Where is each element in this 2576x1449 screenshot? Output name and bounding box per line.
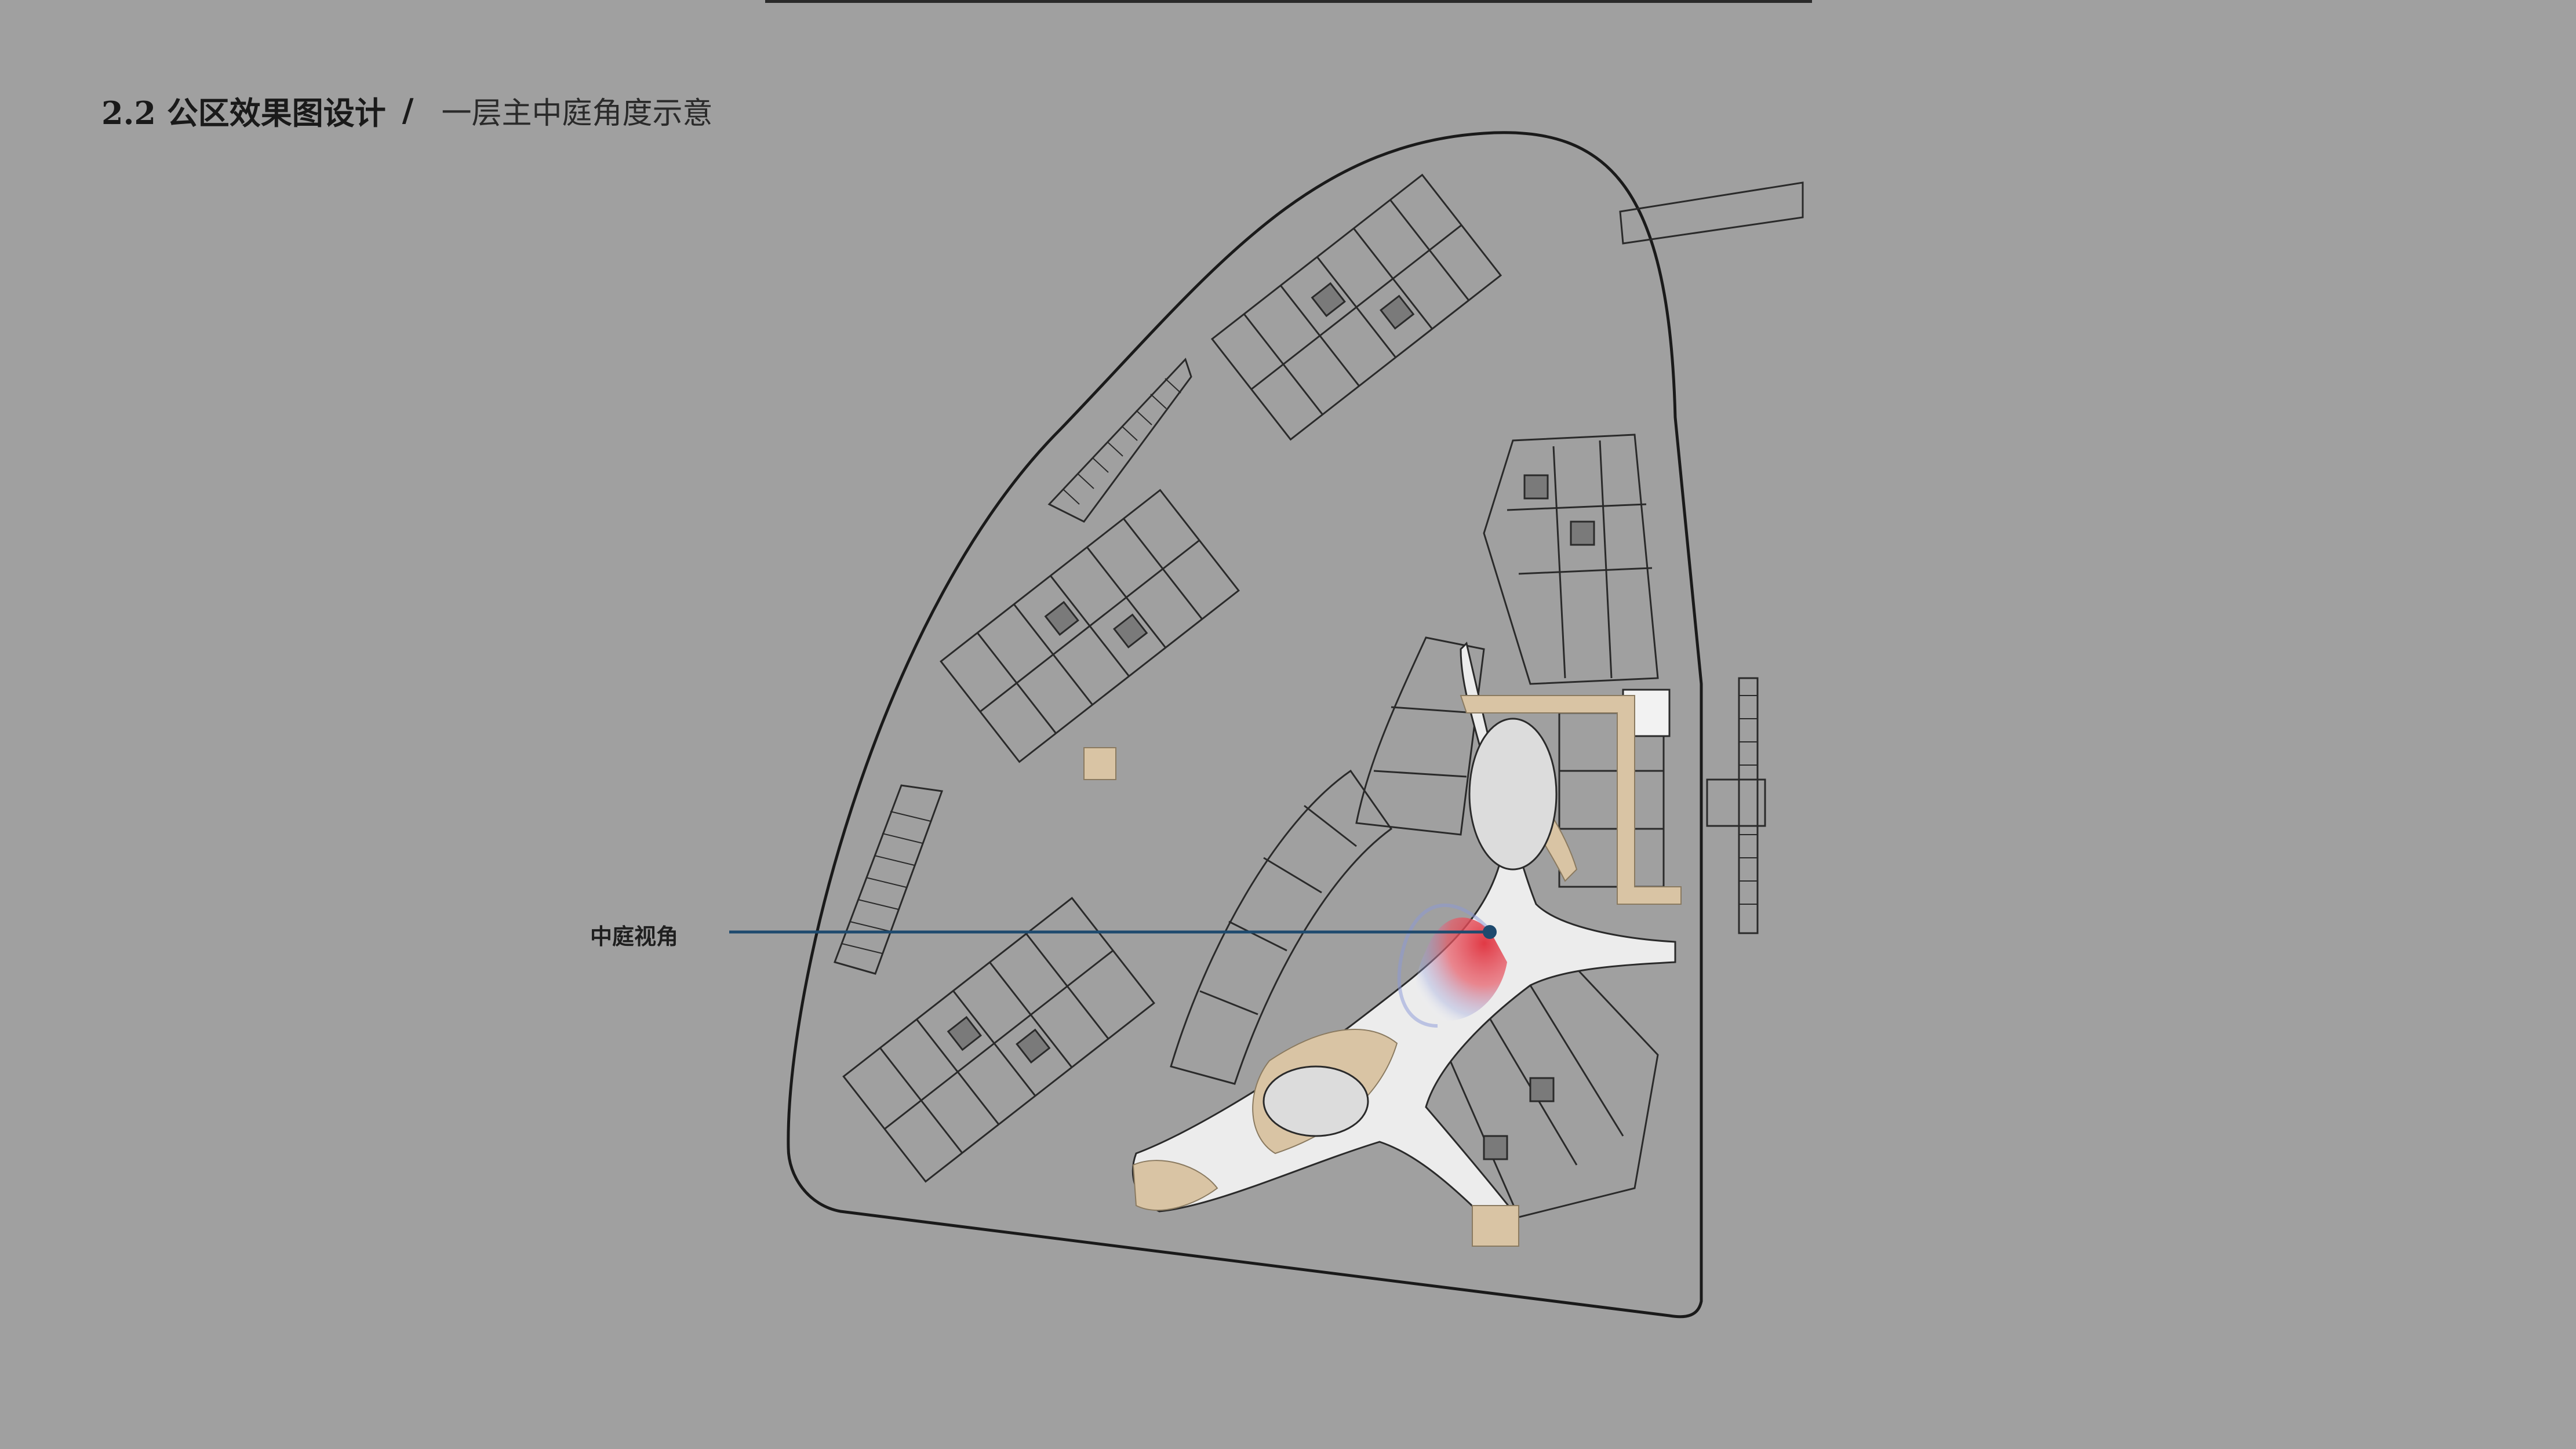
bridge-right xyxy=(1738,677,1759,934)
shop-units-west-arc xyxy=(1170,769,1393,1085)
building-block-southwest xyxy=(842,897,1155,1183)
ramp-left-upper xyxy=(1047,358,1192,523)
atrium-void-south xyxy=(1262,1065,1369,1137)
callout-label: 中庭视角 xyxy=(590,924,679,949)
title-separator: / xyxy=(402,92,414,129)
building-block-east xyxy=(1483,434,1659,685)
view-cone-halo xyxy=(1397,904,1491,1028)
bridge-right-deck xyxy=(1706,778,1766,827)
page-title: 2.2 公区效果图设计 xyxy=(101,94,386,132)
atrium-void-north xyxy=(1468,718,1558,871)
header: 2.2 公区效果图设计 / 一层主中庭角度示意 xyxy=(101,87,713,133)
bridge-right-hatching xyxy=(1739,695,1758,905)
stair-core-west xyxy=(1083,747,1116,780)
shop-units-inner-arc xyxy=(1355,636,1485,836)
top-rule xyxy=(765,0,1812,3)
atrium-band-west xyxy=(1132,1160,1218,1211)
view-cone-icon xyxy=(1416,917,1507,1021)
building-block-north xyxy=(1210,173,1502,441)
building-block-west xyxy=(940,489,1240,763)
ramp-left-lower xyxy=(834,784,944,975)
shop-units-east xyxy=(1558,689,1671,888)
site-boundary xyxy=(787,131,1703,1319)
bridge-top xyxy=(1619,181,1804,245)
ramp-left-upper-hatching xyxy=(1063,378,1181,505)
atrium-corridor-east xyxy=(1460,695,1682,905)
atrium-corner-southeast xyxy=(1472,1205,1519,1247)
camera-viewpoint-icon xyxy=(1483,925,1497,939)
ramp-left-lower-hatching xyxy=(841,811,932,954)
page-subtitle: 一层主中庭角度示意 xyxy=(441,96,713,131)
